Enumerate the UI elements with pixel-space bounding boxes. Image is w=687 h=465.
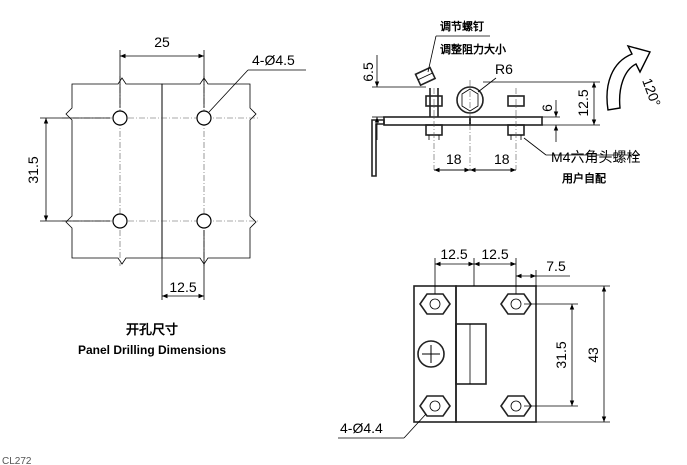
hole-leader: [208, 69, 249, 113]
drill-hole: [112, 110, 128, 126]
dim-right-12-5: 12.5: [575, 89, 591, 116]
corner-code: CL272: [2, 456, 32, 465]
rotation-arrow: [606, 44, 652, 111]
dim-thickness: 6: [539, 104, 555, 112]
dim-width: 25: [154, 34, 170, 50]
front-leaf-right: [455, 285, 537, 423]
dim-front-a: 12.5: [440, 246, 467, 262]
note-leader: [427, 35, 437, 73]
panel-left-plate: [65, 77, 163, 265]
front-hole-callout: 4-Ø4.4: [340, 420, 383, 436]
dim-front-c: 7.5: [546, 258, 566, 274]
dim-height: 31.5: [25, 156, 41, 183]
hole-callout: 4-Ø4.5: [252, 52, 295, 68]
adjust-screw: [414, 66, 437, 87]
adjust-screw-head: [417, 340, 445, 368]
bolt-label: M4六角头螺栓: [551, 149, 640, 165]
front-slot: [455, 323, 487, 385]
panel-drilling-view: 25 4-Ø4.5 31.5 12.5 开孔尺寸 Panel Drilling …: [25, 34, 306, 357]
dim-front-height-total: 43: [585, 347, 601, 363]
l-bracket: [371, 119, 385, 177]
note-adjust-screw: 调节螺钉: [440, 19, 484, 33]
hex-bolt: [500, 395, 532, 417]
hex-bolt: [419, 395, 451, 417]
note-adjust-force: 调整阻力大小: [440, 42, 506, 56]
bolt-note: 用户自配: [562, 171, 606, 185]
hinge-leaf-left: [383, 116, 471, 126]
caption-english: Panel Drilling Dimensions: [78, 343, 226, 357]
caption-chinese: 开孔尺寸: [126, 322, 178, 338]
dim-front-height-inner: 31.5: [553, 341, 569, 368]
dim-height-6-5: 6.5: [360, 62, 376, 82]
panel-right-plate: [161, 77, 257, 265]
front-view: 12.5 12.5 7.5 31.5 43 4-Ø4.4: [338, 246, 610, 439]
drill-hole: [112, 213, 128, 229]
dim-front-b: 12.5: [481, 246, 508, 262]
dim-span-left: 18: [446, 151, 462, 167]
drill-hole: [196, 110, 212, 126]
side-view: 调节螺钉 调整阻力大小 R6 6.5 6 12.5 18 18 M4六角头: [360, 19, 664, 185]
hex-bolt: [419, 293, 451, 315]
dim-offset: 12.5: [169, 279, 196, 295]
angle-label: 120°: [639, 76, 664, 109]
radius-label: R6: [495, 61, 513, 77]
hinge-leaf-right: [469, 116, 543, 126]
hex-bolt: [500, 293, 532, 315]
dim-span-right: 18: [494, 151, 510, 167]
drill-hole: [196, 213, 212, 229]
